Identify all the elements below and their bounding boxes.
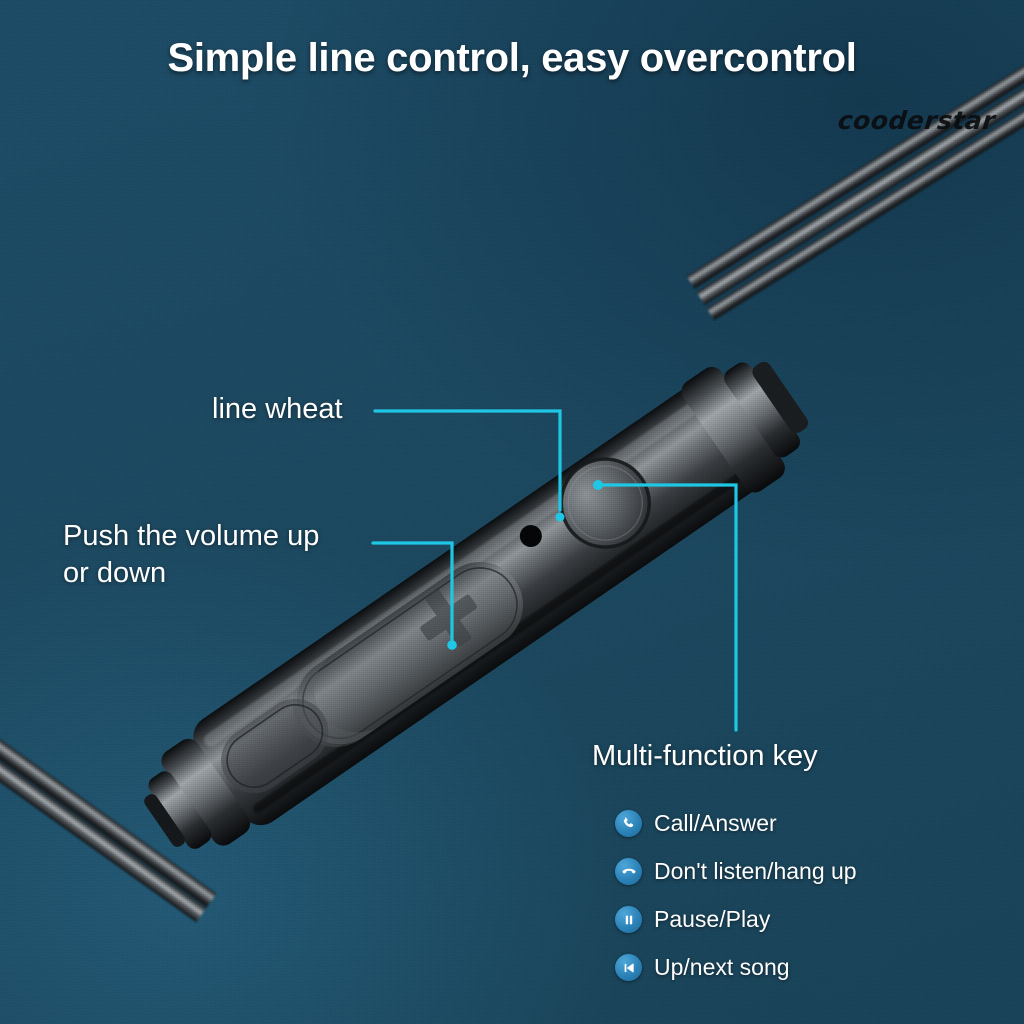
pause-play-icon <box>615 906 642 933</box>
feature-item-pause-play: Pause/Play <box>615 906 945 933</box>
leader-line-wheat <box>373 409 562 512</box>
feature-item-hang-up: Don't listen/hang up <box>615 858 945 885</box>
upper-twin-cable <box>686 53 1024 321</box>
microphone-pinhole <box>519 525 542 548</box>
page-title: Simple line control, easy overcontrol <box>167 36 857 80</box>
leader-line-volume <box>371 541 454 643</box>
multi-function-feature-list: Call/Answer Don't listen/hang up Pause/P… <box>615 810 945 1002</box>
feature-item-call-answer: Call/Answer <box>615 810 945 837</box>
phone-hangup-icon <box>615 858 642 885</box>
previous-track-icon <box>615 954 642 981</box>
volume-up-button <box>420 589 477 647</box>
callout-multi-function-key: Multi-function key <box>592 740 818 772</box>
callout-volume: Push the volume up or down <box>63 520 320 589</box>
lower-single-cable <box>0 719 217 923</box>
leader-lines <box>371 409 738 732</box>
multi-function-button <box>559 457 651 549</box>
feature-label: Up/next song <box>654 954 790 980</box>
phone-call-icon <box>615 810 642 837</box>
feature-item-next-song: Up/next song <box>615 954 945 981</box>
leader-line-multifunction <box>598 483 738 732</box>
feature-label: Pause/Play <box>654 906 771 932</box>
feature-label: Call/Answer <box>654 810 777 836</box>
brand-watermark: cooderstar <box>836 106 997 135</box>
feature-label: Don't listen/hang up <box>654 858 857 884</box>
volume-down-button <box>221 698 329 794</box>
inline-remote-control <box>144 361 808 849</box>
callout-line-wheat: line wheat <box>212 393 343 425</box>
